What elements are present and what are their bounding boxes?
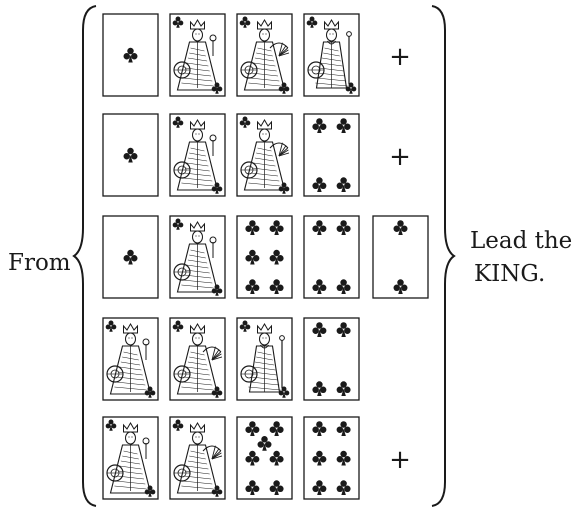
- face-card-queen: [170, 114, 225, 196]
- card-grid: + + +: [103, 14, 428, 499]
- pip-card-1: [103, 14, 158, 96]
- pip-card-1: [103, 114, 158, 196]
- pip-card-2: [373, 216, 428, 298]
- right-brace: [432, 6, 454, 506]
- face-card-queen: [103, 318, 158, 400]
- face-card-king: [304, 14, 359, 96]
- face-card-queen-fan: [170, 318, 225, 400]
- face-card-queen: [103, 417, 158, 499]
- face-card-queen: [170, 216, 225, 298]
- from-label: From: [8, 250, 71, 276]
- face-card-queen: [170, 14, 225, 96]
- pip-card-4: [304, 114, 359, 196]
- face-card-king: [237, 318, 292, 400]
- plus-mark: +: [389, 142, 411, 172]
- left-brace: [74, 6, 96, 506]
- face-card-queen-fan: [237, 114, 292, 196]
- pip-card-7: [237, 417, 292, 499]
- lead-the-label: Lead the: [470, 228, 572, 254]
- plus-mark: +: [389, 445, 411, 475]
- pip-card-6: [304, 417, 359, 499]
- face-card-queen-fan: [170, 417, 225, 499]
- pip-card-6: [237, 216, 292, 298]
- pip-card-4: [304, 216, 359, 298]
- face-card-queen-fan: [237, 14, 292, 96]
- king-label: KING.: [474, 261, 545, 287]
- pip-card-1: [103, 216, 158, 298]
- pip-card-4: [304, 318, 359, 400]
- plus-mark: +: [389, 42, 411, 72]
